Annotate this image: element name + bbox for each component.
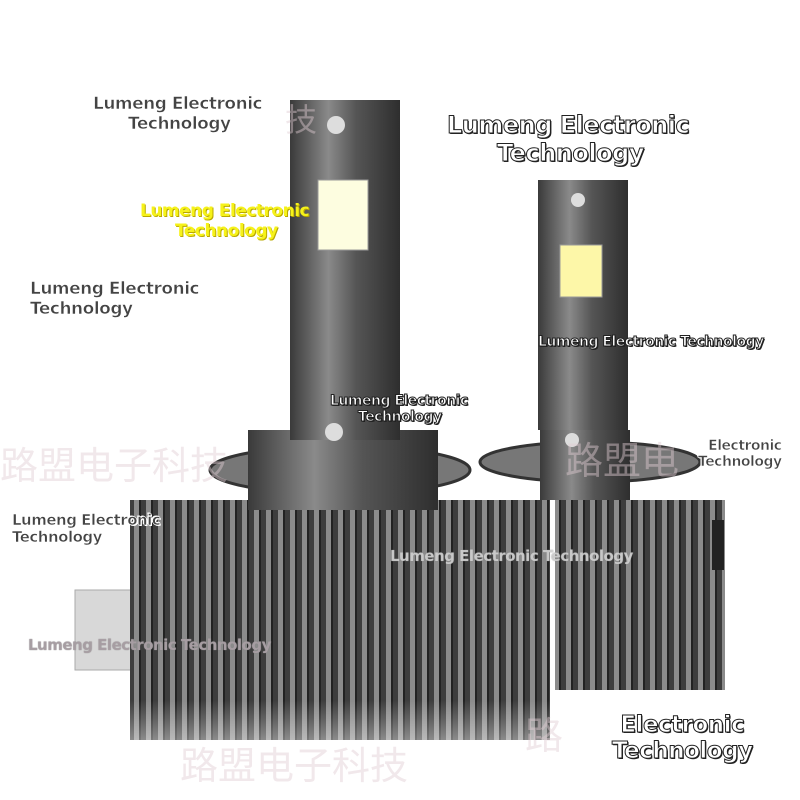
chinese-watermark: 路 bbox=[525, 714, 564, 758]
watermark-text: Lumeng Electronic Technology bbox=[28, 636, 271, 654]
chinese-watermark: 路盟电子科技 bbox=[180, 744, 409, 788]
chinese-watermark: 路盟电子科技 bbox=[0, 444, 229, 488]
watermark-text: Lumeng Electronic Technology bbox=[538, 333, 765, 350]
watermark-text: Lumeng Electronic Technology bbox=[390, 547, 633, 565]
chinese-watermark: 路盟电 bbox=[565, 439, 680, 483]
led-chip bbox=[317, 179, 369, 251]
led-chip bbox=[559, 244, 603, 298]
connector bbox=[74, 589, 141, 671]
right-bulb bbox=[478, 180, 725, 690]
chinese-watermark: 技 bbox=[285, 101, 318, 139]
